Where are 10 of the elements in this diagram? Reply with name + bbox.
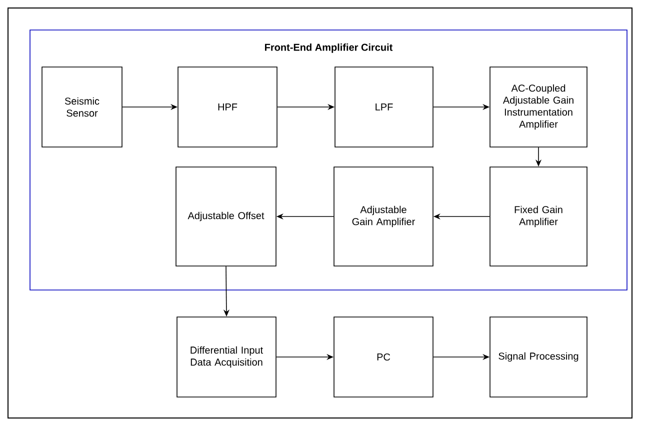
- process-box: LPF: [334, 66, 434, 148]
- process-box: HPF: [178, 66, 278, 148]
- process-box: Fixed Gain Amplifier: [490, 166, 588, 266]
- process-box: Differential Input Data Acquisition: [176, 316, 276, 398]
- process-box: Seismic Sensor: [42, 66, 122, 148]
- process-box: AC-Coupled Adjustable Gain Instrumentation Amplifier: [490, 66, 588, 148]
- process-box: Signal Processing: [490, 316, 588, 398]
- process-box: Adjustable Offset: [176, 166, 276, 266]
- process-box: PC: [334, 316, 434, 398]
- process-box: Adjustable Gain Amplifier: [334, 166, 434, 266]
